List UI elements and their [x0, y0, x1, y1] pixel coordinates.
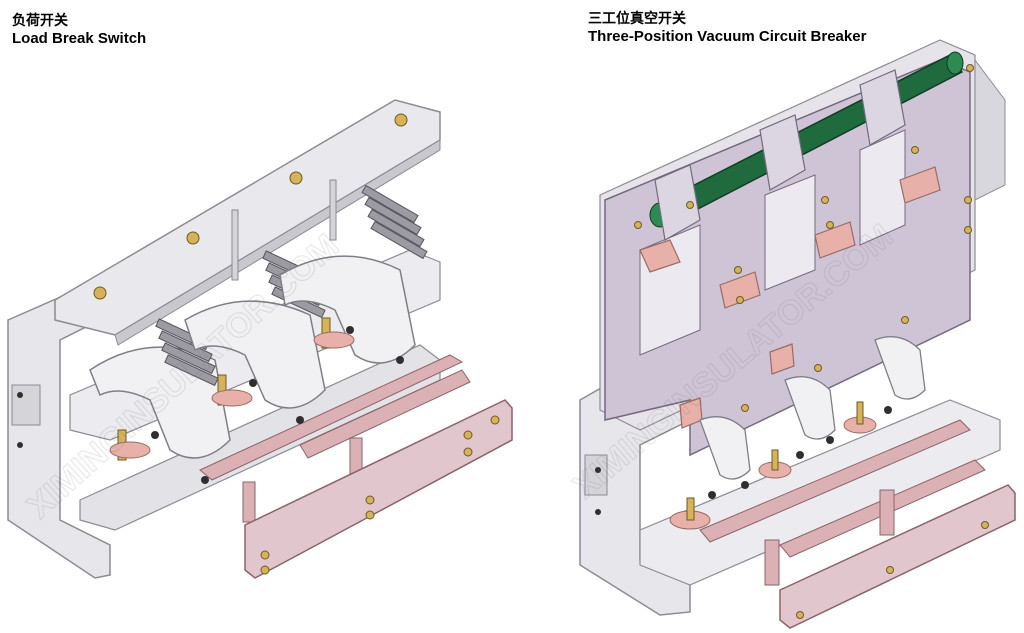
vacuum-breaker-title-zh: 三工位真空开关: [588, 11, 686, 27]
vacuum-breaker-title-en: Three-Position Vacuum Circuit Breaker: [588, 28, 867, 45]
load-break-switch-caption: 负荷开关 Load Break Switch: [12, 12, 146, 48]
load-break-switch-title-en: Load Break Switch: [12, 30, 147, 47]
vacuum-breaker-illustration: [579, 39, 1016, 629]
brass-insert-icon: [93, 113, 408, 300]
load-break-switch-illustration: [7, 99, 513, 579]
switch-pole-3: [279, 184, 428, 364]
load-break-switch-title-zh: 负荷开关: [12, 13, 68, 29]
vacuum-breaker-caption: 三工位真空开关 Three-Position Vacuum Circuit Br…: [588, 10, 866, 46]
